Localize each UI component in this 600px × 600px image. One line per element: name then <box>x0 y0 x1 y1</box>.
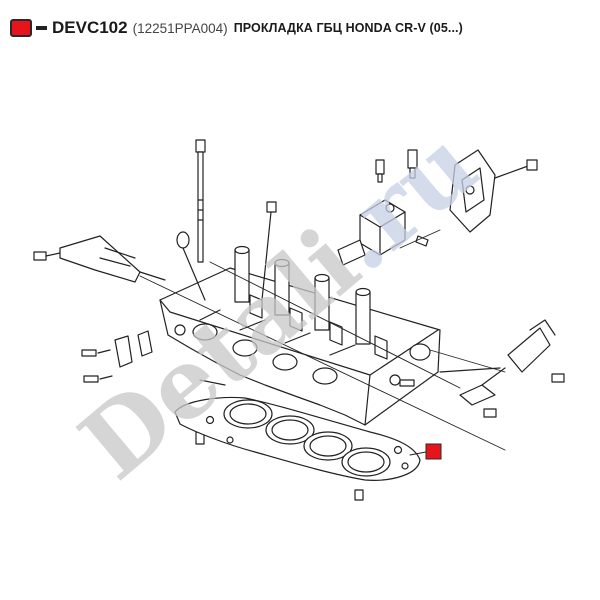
solenoid-assembly <box>337 149 429 266</box>
leader-lines <box>139 229 506 456</box>
red-marker-icon <box>10 19 32 37</box>
product-description: ПРОКЛАДКА ГБЦ HONDA CR-V (05...) <box>233 21 463 35</box>
head-gasket <box>174 396 421 481</box>
rocker-shaft <box>33 235 166 283</box>
header: DEVC102 (12251PPA004) ПРОКЛАДКА ГБЦ HOND… <box>10 18 463 38</box>
dowel-pins <box>195 379 364 501</box>
bracket-lower <box>399 319 565 418</box>
head-bolt <box>195 139 206 263</box>
product-code: DEVC102 <box>52 18 128 37</box>
top-fasteners <box>176 201 277 301</box>
dash-icon <box>36 26 47 30</box>
gasket-callout-marker-icon <box>425 443 442 460</box>
part-number: (12251PPA004) <box>132 20 228 36</box>
cam-towers <box>234 245 371 345</box>
bracket-upper <box>449 149 538 233</box>
left-small-parts <box>81 330 153 383</box>
